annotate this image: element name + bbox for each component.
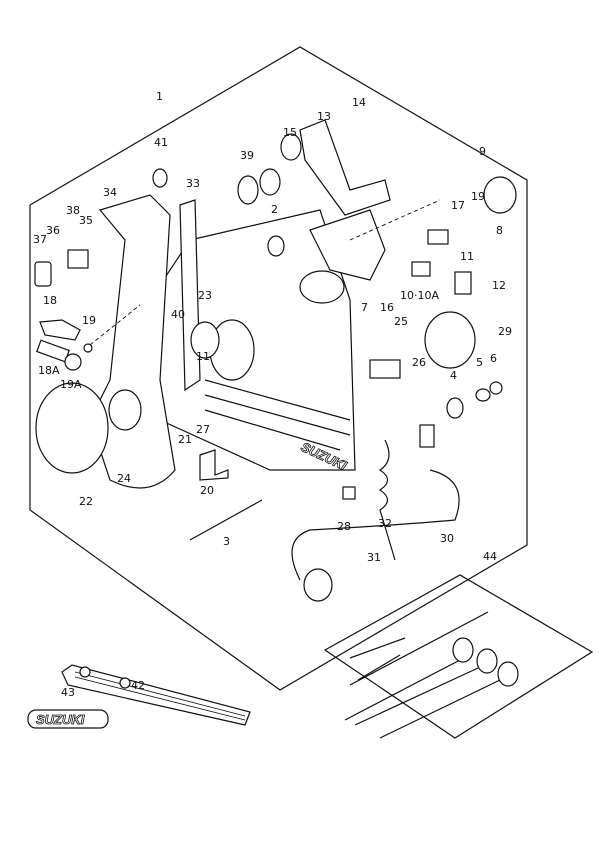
gear-plate xyxy=(190,321,220,359)
clip-19 xyxy=(83,343,93,353)
kit-contents xyxy=(344,611,519,739)
lever-hub xyxy=(108,389,142,431)
part-number-label: 37 xyxy=(33,233,47,246)
part-number-label: 17 xyxy=(451,199,465,212)
side-trim-strip xyxy=(61,664,251,726)
ring-15 xyxy=(280,133,302,161)
assembly-frame xyxy=(29,46,528,691)
switch-12 xyxy=(454,271,472,295)
part-number-label: 23 xyxy=(198,289,212,302)
part-number-label: 33 xyxy=(186,177,200,190)
part-number-label: 19 xyxy=(82,314,96,327)
cam xyxy=(309,209,386,281)
lanyard-cord xyxy=(378,439,396,561)
lever-cover xyxy=(35,382,109,474)
bracket-17 xyxy=(427,229,449,245)
part-number-label: 7 xyxy=(361,301,368,314)
part-number-label: 2 xyxy=(271,203,278,216)
part-number-label: 43 xyxy=(61,686,75,699)
nut-6 xyxy=(489,381,503,395)
part-4 xyxy=(446,397,464,419)
key xyxy=(419,424,435,448)
part-37 xyxy=(34,261,52,287)
part-number-label: 18A xyxy=(38,364,60,377)
part-number-label: 30 xyxy=(440,532,454,545)
part-number-label: 10·10A xyxy=(400,289,439,302)
part-number-label: 28 xyxy=(337,520,351,533)
part-number-label: 18 xyxy=(43,294,57,307)
part-35 xyxy=(67,249,89,269)
part-number-label: 14 xyxy=(352,96,366,109)
part-number-label: 27 xyxy=(196,423,210,436)
part-number-label: 31 xyxy=(367,551,381,564)
part-number-label: 32 xyxy=(378,517,392,530)
arm xyxy=(299,119,391,216)
part-number-label: 24 xyxy=(117,472,131,485)
part-number-label: 19 xyxy=(471,190,485,203)
long-screw xyxy=(189,499,263,541)
part-number-label: 5 xyxy=(476,356,483,369)
part-number-label: 8 xyxy=(496,224,503,237)
suzuki-emblem: SUZUKI xyxy=(27,709,109,729)
bushing-39 xyxy=(237,175,259,205)
part-number-label: 19A xyxy=(60,378,82,391)
guide-line xyxy=(89,304,141,346)
part-number-label: 13 xyxy=(317,110,331,123)
ring-41 xyxy=(152,168,168,188)
part-number-label: 11 xyxy=(196,350,210,363)
kit-frame xyxy=(323,574,594,739)
part-number-label: 41 xyxy=(154,136,168,149)
bracket-20 xyxy=(199,449,229,481)
part-labels: 141333438353637391513142919178111210·10A… xyxy=(33,90,512,699)
washer-5 xyxy=(475,388,491,402)
key-switch xyxy=(369,359,401,379)
part-number-label: 40 xyxy=(171,308,185,321)
svg-text:SUZUKI: SUZUKI xyxy=(36,712,85,727)
part-number-label: 38 xyxy=(66,204,80,217)
washer-19a xyxy=(64,353,82,371)
part-number-label: 36 xyxy=(46,224,60,237)
ring xyxy=(259,168,281,196)
part-number-label: 9 xyxy=(479,145,486,158)
bolt-18 xyxy=(39,319,81,341)
part-number-label: 3 xyxy=(223,535,230,548)
part-number-label: 44 xyxy=(483,550,497,563)
washer-7 xyxy=(299,270,345,304)
part-number-label: 6 xyxy=(490,352,497,365)
part-number-label: 4 xyxy=(450,369,457,382)
part-number-label: 22 xyxy=(79,495,93,508)
part-number-label: 39 xyxy=(240,149,254,162)
part-number-label: 12 xyxy=(492,279,506,292)
part-number-label: 11 xyxy=(460,250,474,263)
part-number-label: 29 xyxy=(498,325,512,338)
cover-29 xyxy=(424,311,476,369)
part-number-label: 16 xyxy=(380,301,394,314)
bracket-10 xyxy=(411,261,431,277)
part-number-label: 25 xyxy=(394,315,408,328)
clip-28 xyxy=(342,486,356,500)
part-number-label: 34 xyxy=(103,186,117,199)
part-number-label: 15 xyxy=(283,126,297,139)
pin-18a xyxy=(36,339,70,363)
ring-2 xyxy=(267,235,285,257)
guide-line xyxy=(349,199,441,241)
part-number-label: 35 xyxy=(79,214,93,227)
ring-8 xyxy=(483,176,517,214)
part-number-label: 20 xyxy=(200,484,214,497)
stop-switch xyxy=(303,568,333,602)
part-number-label: 1 xyxy=(156,90,163,103)
part-number-label: 42 xyxy=(131,679,145,692)
part-number-label: 21 xyxy=(178,433,192,446)
part-number-label: 26 xyxy=(412,356,426,369)
cable-30 xyxy=(291,469,460,581)
